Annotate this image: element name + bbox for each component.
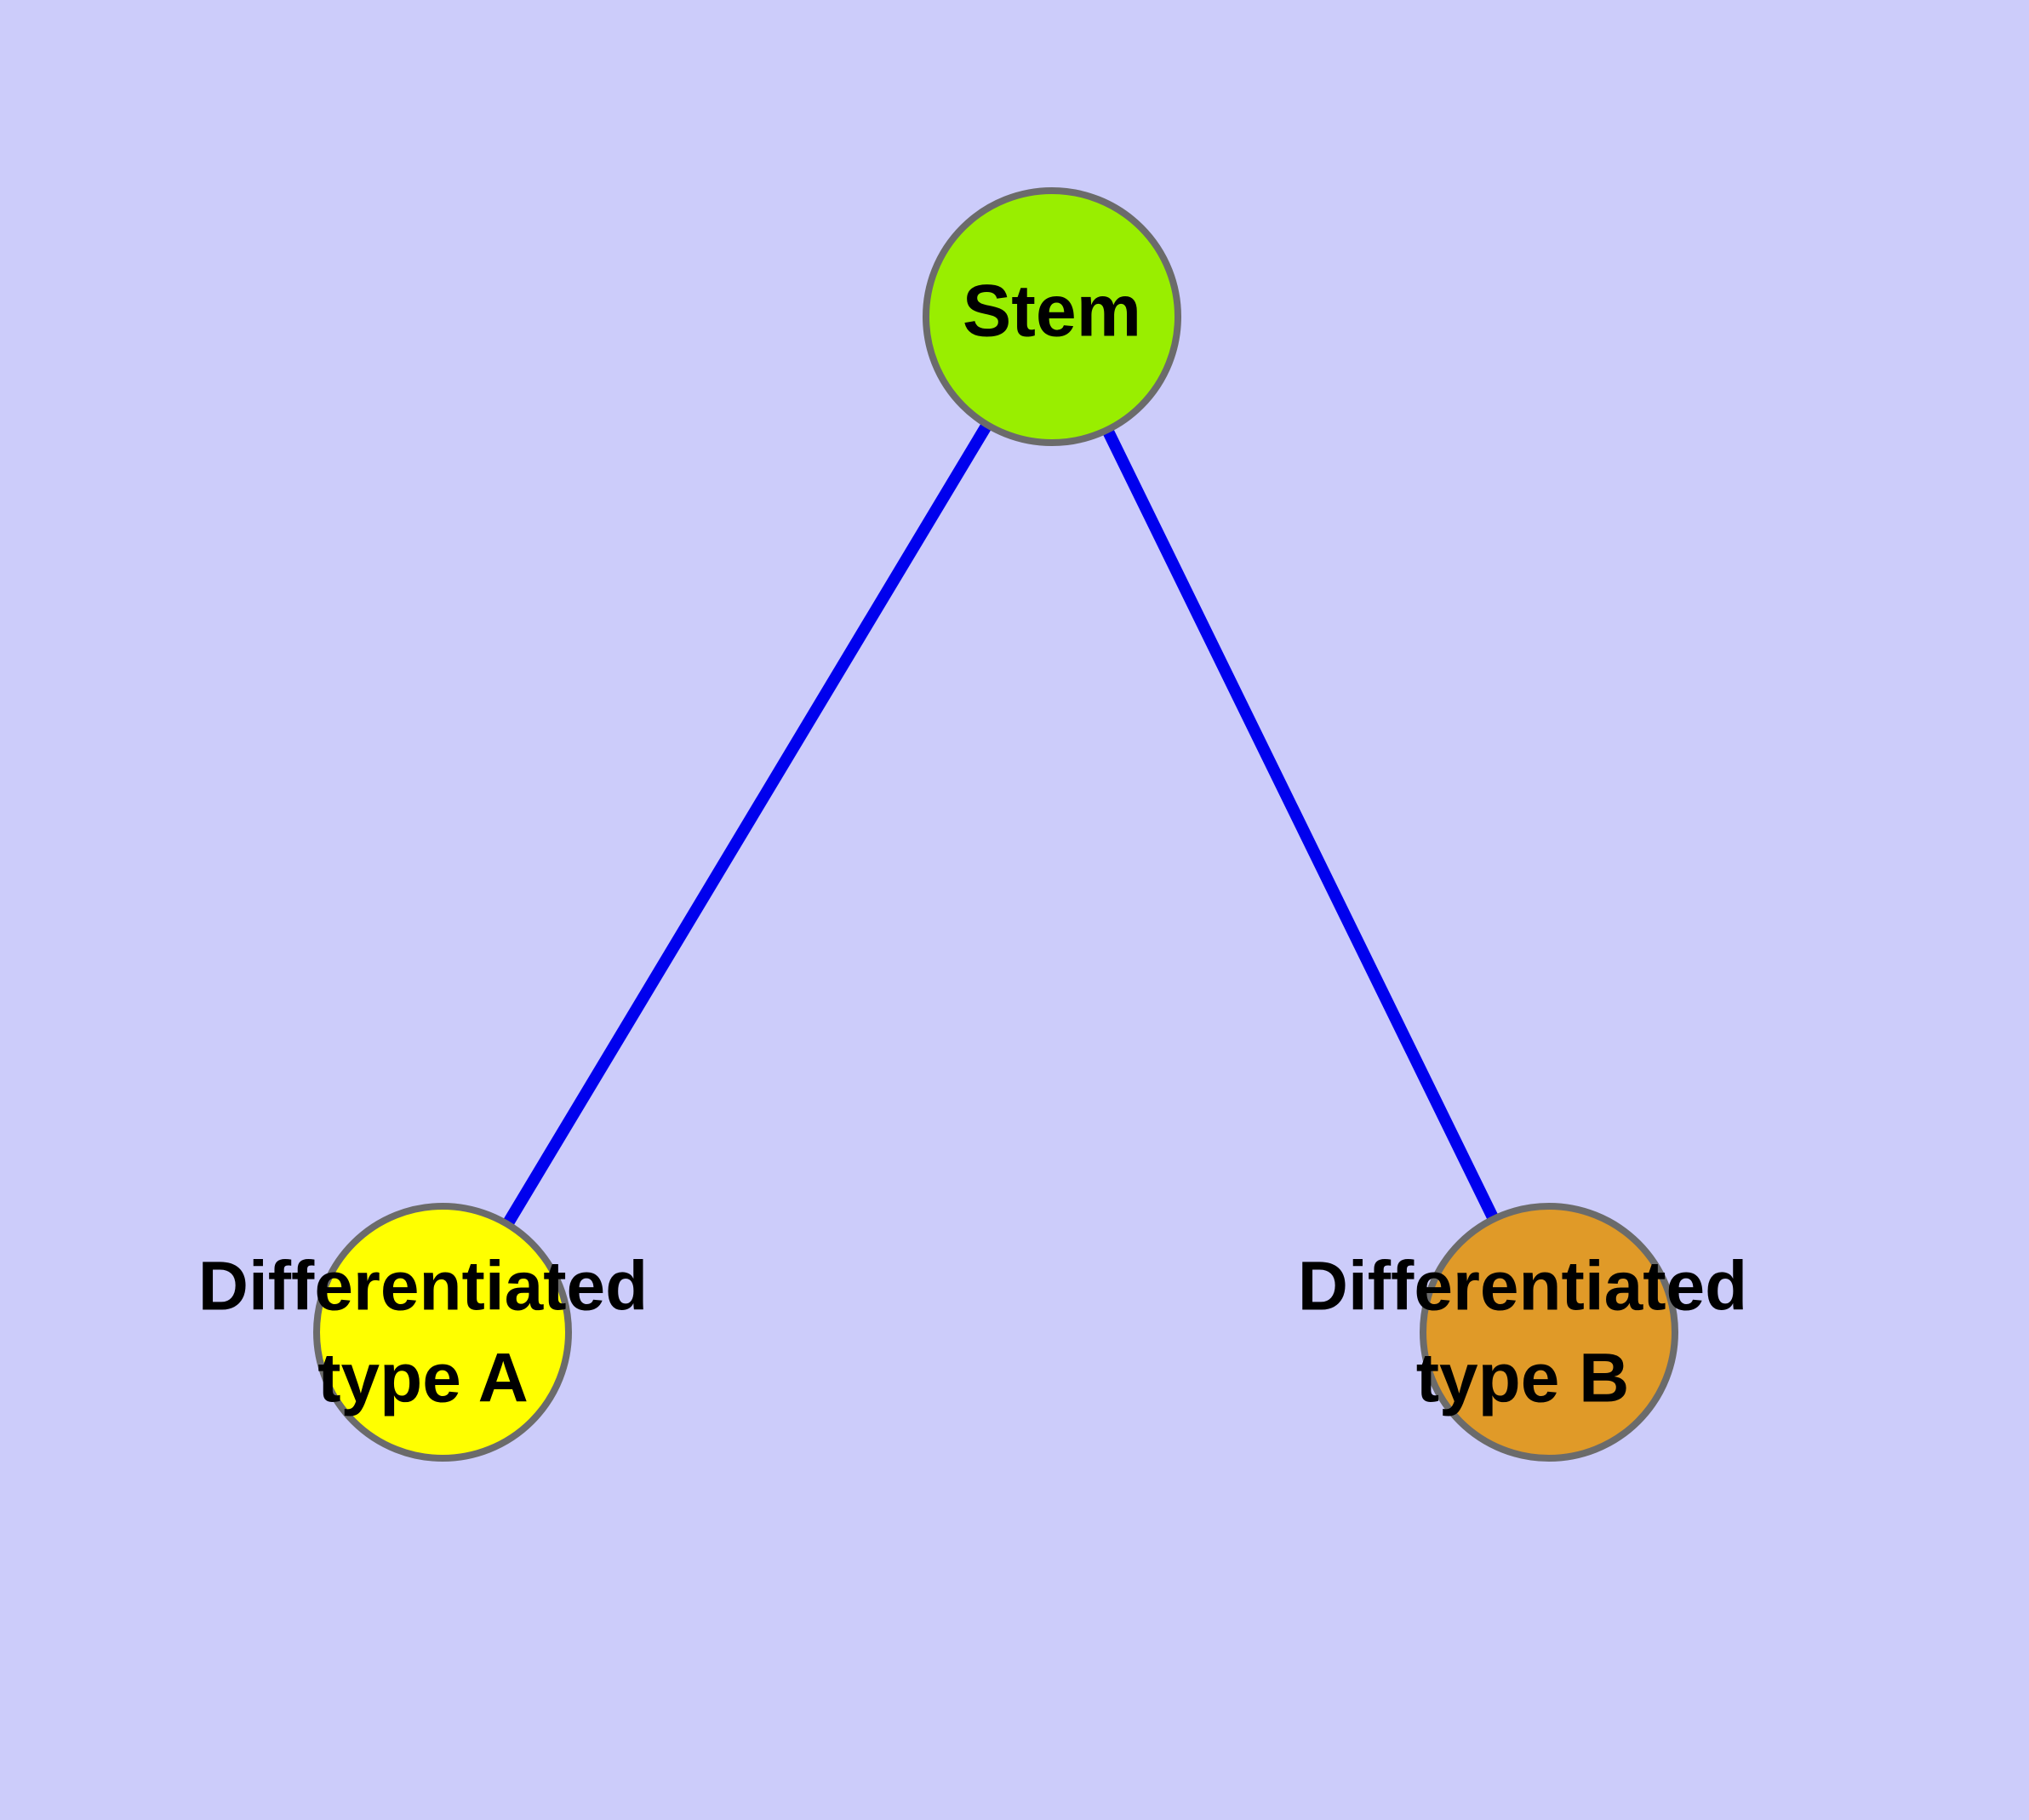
edge-stem-to-differentiated-type-a[interactable]	[500, 417, 995, 1232]
edge-layer	[500, 417, 1501, 1232]
edge-stem-to-differentiated-type-b[interactable]	[1100, 422, 1501, 1227]
node-label-differentiated-type-a: Differentiated type A	[198, 1248, 649, 1417]
node-label-differentiated-type-a-line2: type A	[317, 1340, 529, 1417]
label-layer: Stem Differentiated type A Differentiate…	[198, 271, 1748, 1417]
node-stem[interactable]	[923, 187, 1181, 446]
node-differentiated-type-b[interactable]	[1420, 1203, 1678, 1462]
node-label-differentiated-type-b: Differentiated type B	[1298, 1248, 1748, 1417]
node-differentiated-type-a[interactable]	[313, 1203, 572, 1462]
node-label-differentiated-type-a-line1: Differentiated	[198, 1248, 649, 1325]
node-label-stem: Stem	[963, 271, 1141, 352]
node-label-differentiated-type-b-line1: Differentiated	[1298, 1248, 1748, 1325]
node-layer	[313, 187, 1678, 1462]
node-label-differentiated-type-b-line2: type B	[1416, 1340, 1630, 1417]
